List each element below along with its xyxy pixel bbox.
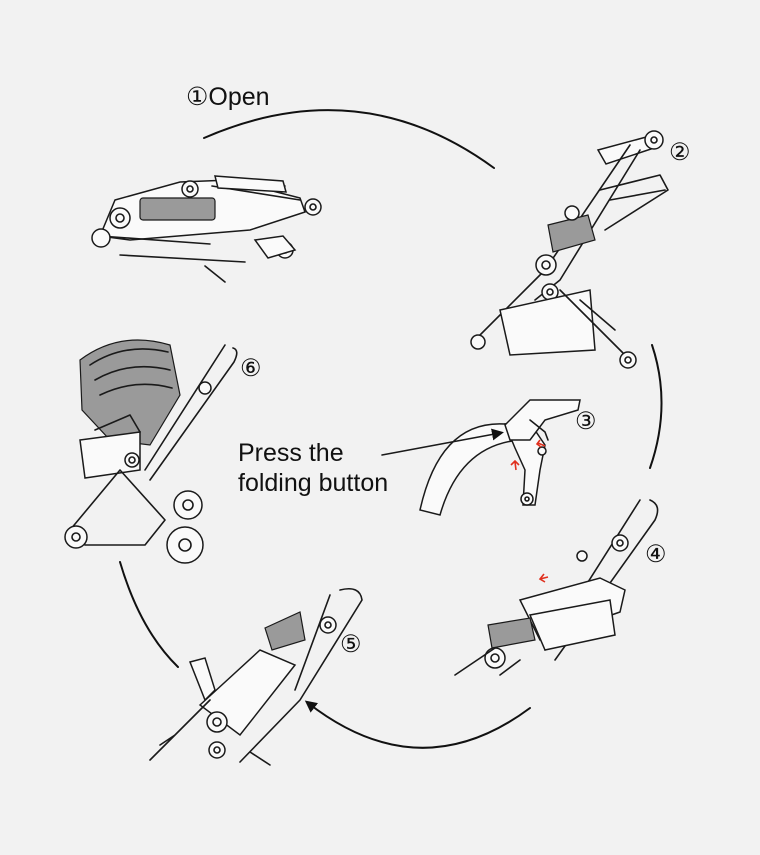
cycle-arc-right [649, 344, 663, 469]
cycle-arc-top [203, 109, 495, 169]
cycle-arc-left [119, 561, 179, 668]
stroller-step4-illustration [454, 499, 659, 676]
callout-line-2: folding button [238, 469, 389, 497]
folded-stroller-illustration [91, 175, 322, 283]
step-2-label: ② [669, 139, 691, 166]
step-5-label: ⑤ [340, 631, 362, 658]
stroller-step2-illustration [470, 130, 669, 369]
open-stroller-illustration [64, 339, 238, 564]
step-3-label: ③ [575, 408, 597, 435]
callout-arrow [381, 428, 504, 456]
step-1-label: ①Open [186, 83, 270, 111]
hand-press-illustration [419, 399, 581, 516]
callout-text: Press the folding button [238, 438, 388, 498]
step-6-label: ⑥ [240, 355, 262, 382]
stroller-step5-illustration [149, 587, 363, 766]
step-4-label: ④ [645, 541, 667, 568]
cycle-arc-bottom-arrow [304, 700, 531, 749]
callout-line-1: Press the [238, 439, 344, 467]
